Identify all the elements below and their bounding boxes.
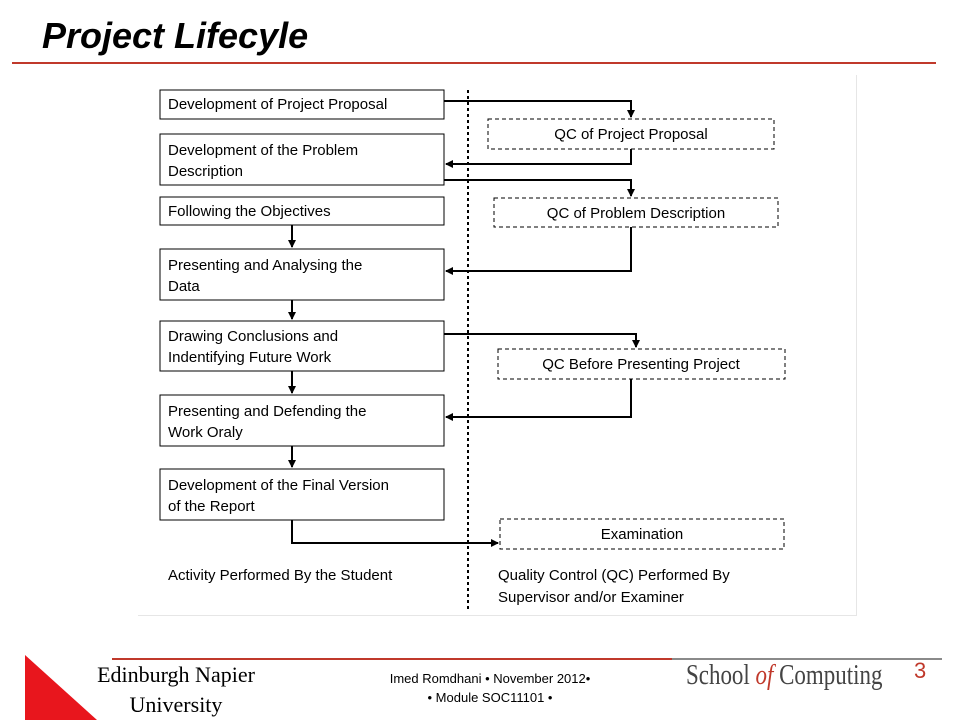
arrow-conclusions-to-qc	[444, 333, 640, 348]
module-line: • Module SOC11101 •	[427, 690, 553, 705]
title-rule	[12, 62, 936, 64]
activity-box-6	[159, 394, 445, 447]
qc-2-label: QC of Problem Description	[547, 205, 725, 222]
arrow-qc-proposal-back	[445, 149, 632, 168]
student-caption: Activity Performed By the Student	[168, 567, 393, 584]
corner-triangle-logo	[25, 655, 97, 720]
slide-title: Project Lifecyle	[42, 15, 309, 56]
university-line-1: Edinburgh Napier	[97, 662, 255, 687]
qc-3-label: QC Before Presenting Project	[542, 356, 740, 373]
activity-5-line-1: Drawing Conclusions and	[168, 328, 338, 345]
lifecycle-flowchart: Development of Project Proposal Developm…	[159, 89, 786, 610]
page-number: 3	[914, 658, 927, 683]
activity-1-line-1: Development of Project Proposal	[168, 96, 387, 113]
activity-box-4	[159, 248, 445, 301]
qc-box-2	[493, 197, 779, 228]
arrow-report-to-examination	[291, 520, 499, 547]
arrow-problem-to-qc	[444, 179, 635, 197]
arrow-proposal-to-qc	[444, 100, 635, 118]
activity-2-line-1: Development of the Problem	[168, 142, 358, 159]
footer-info: Imed Romdhani • November 2012• • Module …	[330, 669, 650, 707]
activity-6-line-2: Work Oraly	[168, 424, 243, 441]
qc-4-label: Examination	[601, 526, 684, 543]
lifecycle-diagram: Development of Project Proposal Developm…	[138, 75, 857, 616]
activity-7-line-1: Development of the Final Version	[168, 477, 389, 494]
activity-5-line-2: Indentifying Future Work	[168, 349, 332, 366]
qc-box-1	[487, 118, 775, 150]
activity-7-line-2: of the Report	[168, 498, 256, 515]
author-line: Imed Romdhani • November 2012•	[389, 671, 591, 686]
footer-rule	[112, 658, 672, 660]
activity-4-line-2: Data	[168, 278, 200, 295]
activity-box-7	[159, 468, 445, 521]
qc-1-label: QC of Project Proposal	[554, 126, 707, 143]
university-line-2: University	[129, 692, 223, 717]
school-word: School	[686, 660, 750, 691]
arrow-qc-problem-back	[445, 227, 632, 275]
qc-box-3	[497, 348, 786, 380]
university-name: Edinburgh Napier University	[66, 660, 286, 720]
arrow-qc-presenting-back	[445, 379, 632, 421]
activity-6-line-1: Presenting and Defending the	[168, 403, 366, 420]
activity-2-line-2: Description	[168, 163, 243, 180]
activity-box-5	[159, 320, 445, 372]
computing-word: Computing	[779, 660, 883, 691]
activity-box-2	[159, 133, 445, 186]
activity-box-3	[159, 196, 445, 226]
school-of-computing-logo: School of Computing	[686, 660, 882, 692]
activity-4-line-1: Presenting and Analysing the	[168, 257, 362, 274]
footer-rule-grey	[672, 658, 942, 660]
qc-caption-line-1: Quality Control (QC) Performed By	[498, 567, 730, 584]
qc-caption-line-2: Supervisor and/or Examiner	[498, 589, 684, 606]
of-word: of	[755, 660, 774, 691]
activity-3-line-1: Following the Objectives	[168, 203, 331, 220]
activity-box-1	[159, 89, 445, 120]
qc-box-4	[499, 518, 785, 550]
